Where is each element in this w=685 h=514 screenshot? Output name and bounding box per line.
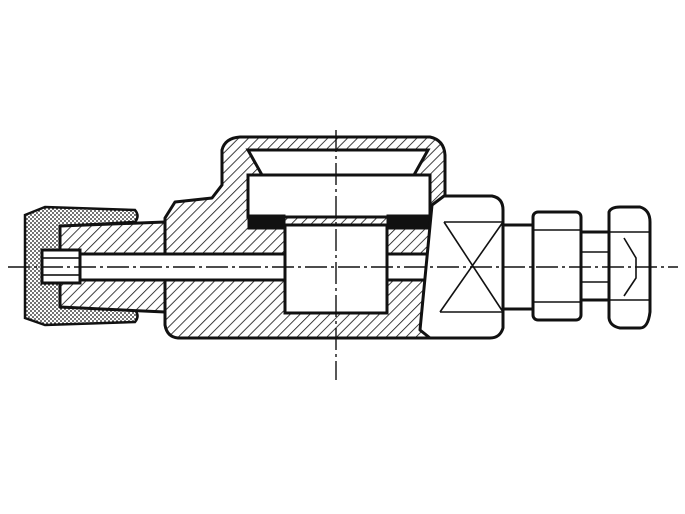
main-body-section [163,135,447,340]
center-lines [8,130,678,380]
hex-nut-block [418,194,505,340]
right-adapter [501,210,611,322]
